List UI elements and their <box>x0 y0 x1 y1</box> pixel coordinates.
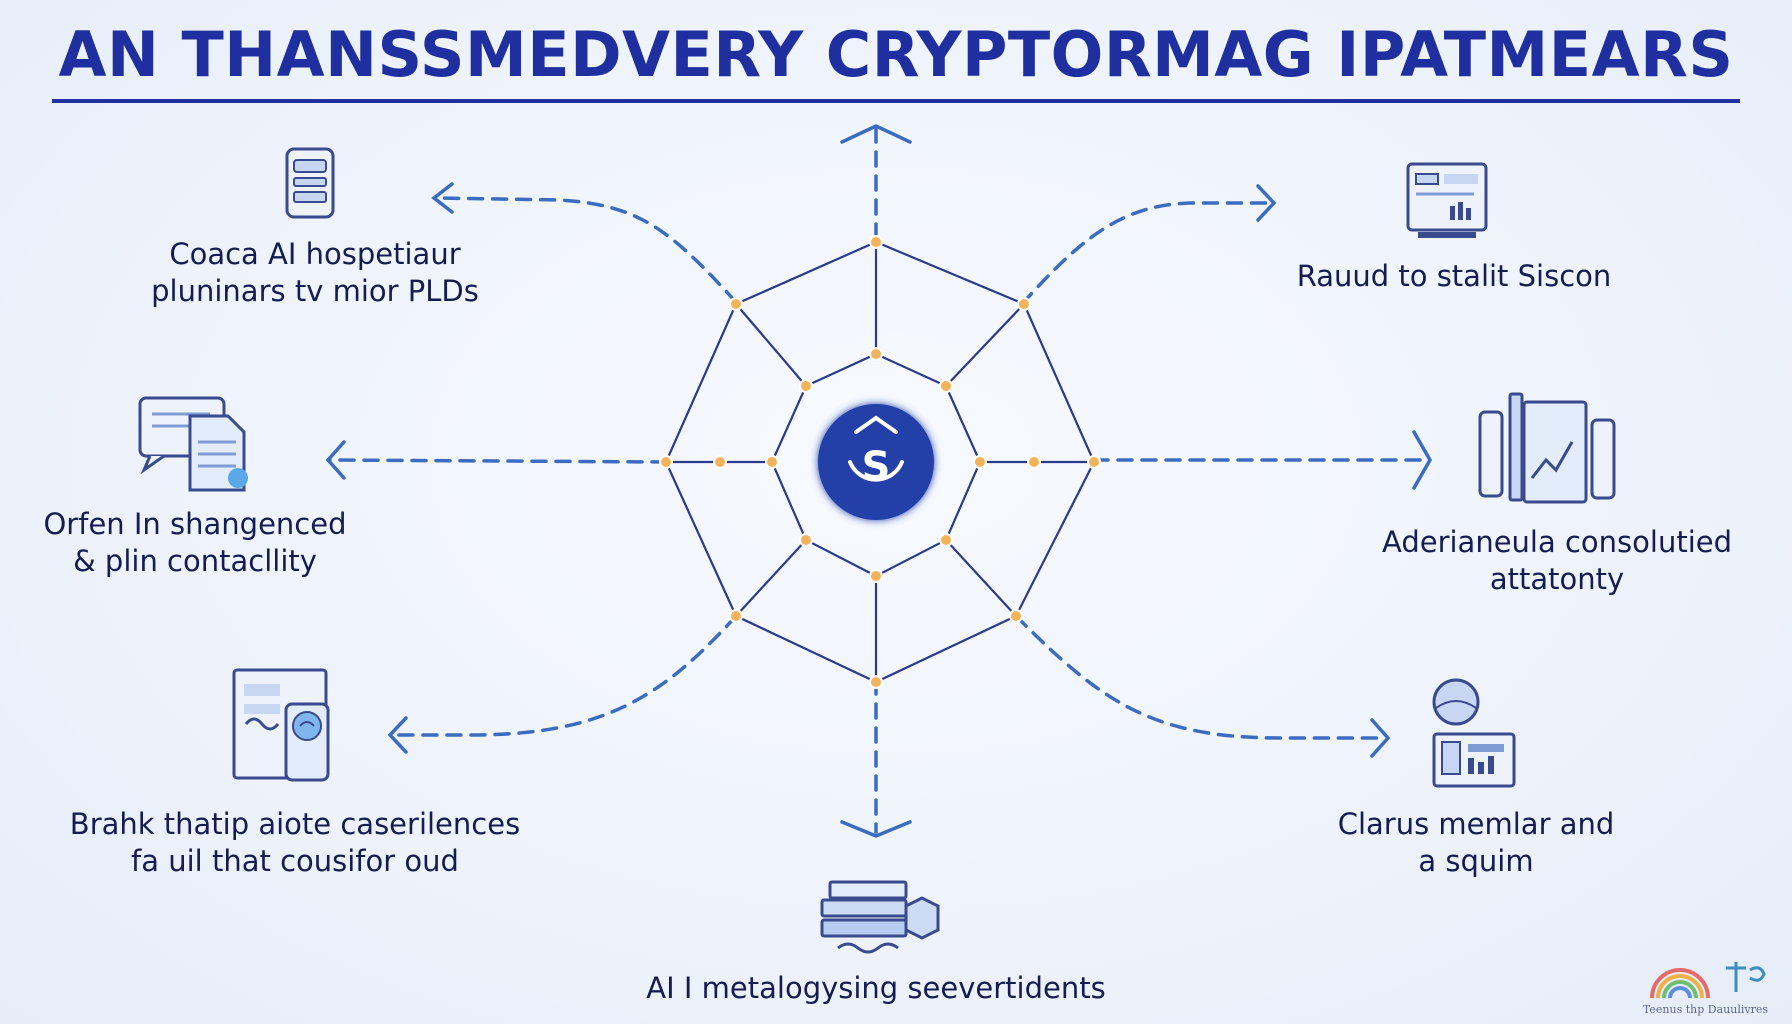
node-label-top-right: Rauud to stalit Siscon <box>1264 258 1644 295</box>
arrow-mid-left <box>328 458 668 464</box>
node-label-mid-left: Orfen In shangenced & plin contacllity <box>20 506 370 580</box>
node-label-mid-right: Aderianeula consolutied attatonty <box>1352 524 1762 598</box>
documents-chat-icon <box>136 394 254 496</box>
arrow-top-right <box>1020 201 1274 306</box>
web-node <box>869 675 883 689</box>
web-node <box>729 297 743 311</box>
web-node <box>939 533 953 547</box>
globe-dashboard-icon <box>1426 678 1520 792</box>
web-node <box>765 455 779 469</box>
page-title-wrap: AN THANSSMEDVERY CRYPTORMAG IPATMEARS <box>0 18 1792 103</box>
devices-chart-icon <box>1476 390 1620 510</box>
page-title: AN THANSSMEDVERY CRYPTORMAG IPATMEARS <box>52 18 1740 103</box>
label-line: Brahk thatip aiote caserilences <box>69 807 521 841</box>
label-line: Clarus memlar and <box>1337 807 1615 841</box>
web-node <box>713 455 727 469</box>
label-line: Orfen In shangenced <box>43 507 347 541</box>
node-label-bottom-center: AI I metalogysing seevertidents <box>600 970 1152 1007</box>
watermark-text: Teenus thp Dauulivres <box>1642 1003 1768 1016</box>
monitor-dashboard-icon <box>1404 160 1490 244</box>
web-nodes <box>659 235 1101 689</box>
web-spoke <box>735 303 807 387</box>
web-node <box>869 347 883 361</box>
label-line: Coaca AI hospetiaur <box>169 237 461 271</box>
center-symbol: S <box>862 444 891 490</box>
label-line: a squim <box>1418 844 1534 878</box>
watermark: Teenus thp Dauulivres <box>1636 948 1776 1018</box>
arrow-bottom-right <box>1014 614 1388 740</box>
label-line: attatonty <box>1489 562 1625 596</box>
label-line: AI I metalogysing seevertidents <box>646 971 1106 1005</box>
arrowheads <box>325 124 1433 838</box>
node-label-bottom-left: Brahk thatip aiote caserilences fa uil t… <box>40 806 550 880</box>
node-label-bottom-right: Clarus memlar and a squim <box>1296 806 1656 880</box>
web-node <box>659 455 673 469</box>
web-spoke <box>735 539 807 617</box>
arrow-bottom-left <box>390 614 738 737</box>
web-node <box>1027 455 1041 469</box>
web-spoke <box>945 303 1025 387</box>
stacked-layers-icon <box>818 876 944 956</box>
web-node <box>869 235 883 249</box>
center-logo-icon: S <box>848 415 904 490</box>
label-line: Rauud to stalit Siscon <box>1296 259 1612 293</box>
rainbow-logo-icon <box>1650 962 1766 999</box>
center-hub <box>818 404 934 520</box>
web-node <box>1017 297 1031 311</box>
document-coin-icon <box>228 664 334 788</box>
label-line: fa uil that cousifor oud <box>131 844 459 878</box>
label-line: Aderianeula consolutied <box>1381 525 1732 559</box>
web-node <box>729 609 743 623</box>
web-spoke <box>945 539 1017 617</box>
node-label-top-left: Coaca AI hospetiaur pluninars tv mior PL… <box>120 236 510 310</box>
web-node <box>973 455 987 469</box>
web-node <box>939 379 953 393</box>
mobile-phone-icon <box>284 146 336 220</box>
web-node <box>869 569 883 583</box>
web-node <box>1009 609 1023 623</box>
web-node <box>799 379 813 393</box>
dashed-arrows <box>328 126 1428 834</box>
web-node <box>799 533 813 547</box>
arrow-top-left <box>434 196 738 304</box>
label-line: & plin contacllity <box>73 544 317 578</box>
web-node <box>1087 455 1101 469</box>
label-line: pluninars tv mior PLDs <box>151 274 479 308</box>
